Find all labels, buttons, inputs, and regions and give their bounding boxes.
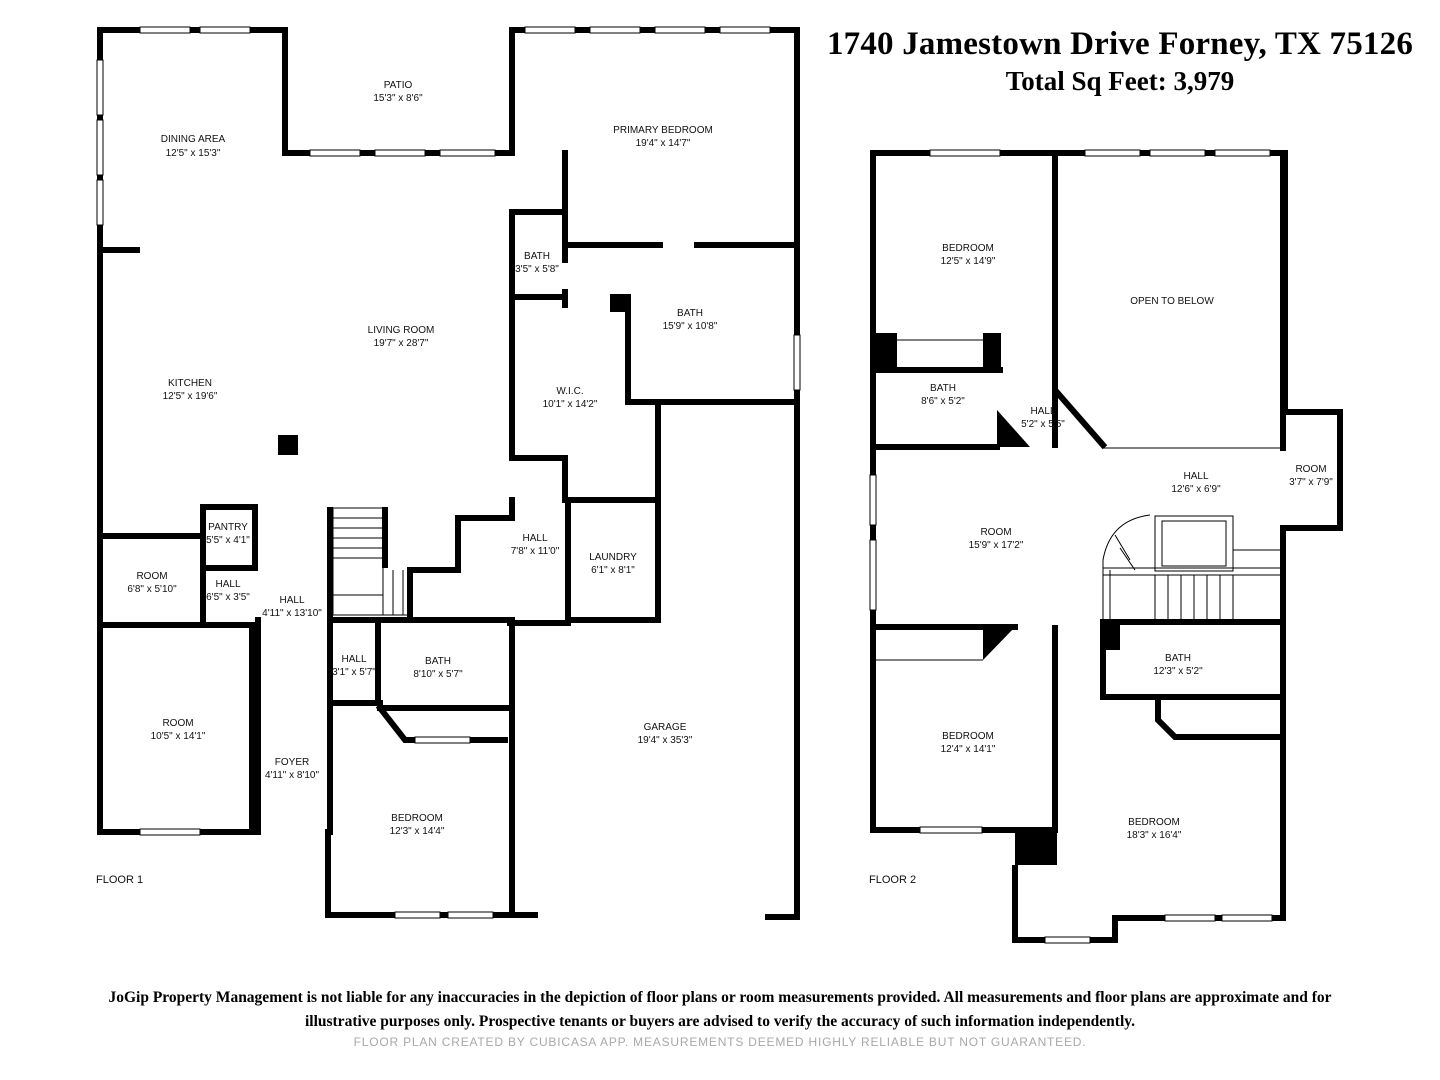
room-name: BEDROOM — [391, 813, 443, 824]
room-name: BATH — [930, 383, 956, 394]
room-name: BATH — [425, 656, 451, 667]
property-address: 1740 Jamestown Drive Forney, TX 75126 — [826, 26, 1414, 62]
floor2-label: FLOOR 2 — [869, 874, 916, 886]
room-name: OPEN TO BELOW — [1130, 296, 1214, 307]
room-name: BATH — [677, 308, 703, 319]
floor1-column — [278, 435, 298, 455]
floor2-closets — [875, 339, 1283, 661]
room-dims: 8'6" x 5'2" — [921, 396, 965, 407]
room-dims: 12'6" x 6'9" — [1171, 484, 1221, 495]
room-name: PANTRY — [208, 522, 248, 533]
room-dims: 10'5" x 14'1" — [151, 731, 206, 742]
room-dims: 8'10" x 5'7" — [413, 669, 463, 680]
room-name: GARAGE — [644, 722, 687, 733]
floor1-label: FLOOR 1 — [96, 874, 143, 886]
room-name: HALL — [1030, 406, 1055, 417]
total-square-feet: Total Sq Feet: 3,979 — [1005, 66, 1235, 96]
room-name: LAUNDRY — [589, 552, 637, 563]
room-dims: 19'4" x 35'3" — [638, 735, 693, 746]
room-dims: 10'1" x 14'2" — [543, 399, 598, 410]
room-dims: 12'5" x 19'6" — [163, 391, 218, 402]
room-dims: 19'4" x 14'7" — [636, 138, 691, 149]
floor1-walls — [97, 27, 800, 920]
room-name: BEDROOM — [942, 243, 994, 254]
room-name: BATH — [524, 251, 550, 262]
room-name: BATH — [1165, 653, 1191, 664]
disclaimer-text: JoGip Property Management is not liable … — [108, 989, 1332, 1030]
room-dims: 3'7" x 7'9" — [1289, 477, 1333, 488]
room-name: LIVING ROOM — [368, 325, 435, 336]
room-dims: 4'11" x 13'10" — [262, 608, 322, 619]
room-dims: 12'3" x 5'2" — [1153, 666, 1203, 677]
room-dims: 12'3" x 14'4" — [390, 826, 445, 837]
room-dims: 12'5" x 14'9" — [941, 256, 996, 267]
room-name: BEDROOM — [942, 731, 994, 742]
room-name: PRIMARY BEDROOM — [613, 125, 713, 136]
room-dims: 12'4" x 14'1" — [941, 744, 996, 755]
room-name: W.I.C. — [556, 386, 583, 397]
room-name: FOYER — [275, 757, 309, 768]
room-dims: 6'5" x 3'5" — [206, 592, 250, 603]
floor2-windows — [869, 149, 1273, 944]
floor2-blocks — [875, 333, 1120, 865]
room-dims: 4'11" x 8'10" — [265, 770, 320, 781]
room-dims: 6'1" x 8'1" — [591, 565, 635, 576]
floor1-bath-pillar — [610, 294, 628, 312]
room-dims: 3'5" x 5'8" — [515, 264, 559, 275]
room-dims: 18'3" x 16'4" — [1127, 830, 1182, 841]
floor1-stairs — [332, 507, 410, 616]
room-dims: 7'8" x 11'0" — [511, 546, 560, 557]
room-name: HALL — [215, 579, 240, 590]
room-name: ROOM — [980, 527, 1011, 538]
floor1-windows — [96, 26, 801, 919]
room-dims: 5'2" x 5'5" — [1021, 419, 1065, 430]
room-name: PATIO — [384, 80, 413, 91]
room-dims: 6'8" x 5'10" — [127, 584, 177, 595]
room-dims: 15'9" x 17'2" — [969, 540, 1024, 551]
room-dims: 19'7" x 28'7" — [374, 338, 429, 349]
room-dims: 15'3" x 8'6" — [373, 93, 423, 104]
room-dims: 15'9" x 10'8" — [663, 321, 718, 332]
room-name: BEDROOM — [1128, 817, 1180, 828]
floor2-stairs — [1102, 514, 1283, 620]
room-dims: 5'5" x 4'1" — [206, 535, 250, 546]
room-name: HALL — [1183, 471, 1208, 482]
room-name: ROOM — [1295, 464, 1326, 475]
room-dims: 3'1" x 5'7" — [332, 667, 376, 678]
floor1-room-labels: PATIO 15'3" x 8'6" DINING AREA 12'5" x 1… — [127, 80, 718, 837]
room-name: ROOM — [162, 718, 193, 729]
room-name: DINING AREA — [161, 134, 226, 145]
floor2-room-labels: BEDROOM 12'5" x 14'9" OPEN TO BELOW BATH… — [921, 243, 1333, 841]
room-name: HALL — [522, 533, 547, 544]
room-name: HALL — [341, 654, 366, 665]
cubicasa-credit: FLOOR PLAN CREATED BY CUBICASA APP. MEAS… — [353, 1035, 1087, 1049]
room-name: HALL — [279, 595, 304, 606]
room-dims: 12'5" x 15'3" — [166, 148, 221, 159]
room-name: KITCHEN — [168, 378, 212, 389]
room-name: ROOM — [136, 571, 167, 582]
